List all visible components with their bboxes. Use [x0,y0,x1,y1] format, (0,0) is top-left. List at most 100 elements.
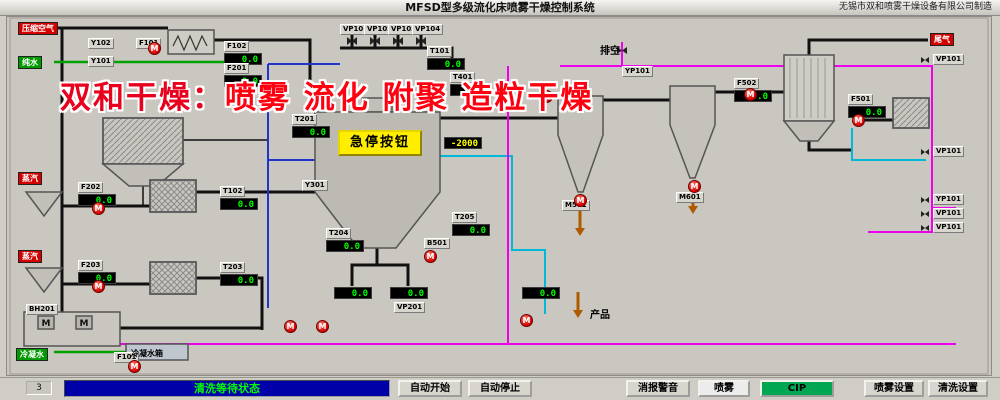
text-label: 冷凝水箱 [131,349,163,358]
pump-motor[interactable]: M [128,360,141,373]
toolbar-button-喷雾设置[interactable]: 喷雾设置 [864,380,924,397]
device-label-VP201: VP201 [394,302,426,313]
device-label-YP101: YP101 [622,66,653,77]
instrument-value: 0.0 [390,287,428,299]
pipe-source-tag: 冷凝水 [16,348,48,361]
counter-display: 3 [26,381,52,395]
pump-motor[interactable]: M [540,90,553,103]
toolbar-button-CIP[interactable]: CIP [760,380,834,397]
instrument-value: -2000 [444,137,482,149]
instrument-label: F102 [224,41,250,52]
device-label-VP104: VP104 [412,24,444,35]
pump-motor[interactable]: M [424,250,437,263]
instrument-value: 0.0 [450,84,488,96]
toolbar-button-自动开始[interactable]: 自动开始 [398,380,462,397]
watermark-slogan: 喷雾 流化 附聚 造粒干燥 [225,80,594,116]
device-label-VP101: VP101 [933,146,965,157]
manufacturer-label: 无锡市双和喷雾干燥设备有限公司制造 [838,2,992,12]
toolbar-button-清洗设置[interactable]: 清洗设置 [928,380,988,397]
svg-text:M: M [80,319,89,329]
pump-motor[interactable]: M [92,202,105,215]
pipe-source-tag: 压缩空气 [18,22,58,35]
pipe-source-tag: 蒸汽 [18,172,42,185]
instrument-value: 0.0 [224,75,262,87]
svg-text:M: M [42,319,51,329]
instrument-label: T203 [220,262,246,273]
instrument: -2000 [444,136,482,149]
product-arrows [573,190,698,318]
toolbar-button-自动停止[interactable]: 自动停止 [468,380,532,397]
device-label-Y101: Y101 [88,56,114,67]
pump-motor[interactable]: M [574,194,587,207]
device-label-BH201: BH201 [26,304,58,315]
cyan-pipes [440,128,926,314]
device-label-VP101: VP101 [933,208,965,219]
text-label: 排空 [600,46,620,57]
instrument-label: T204 [326,228,352,239]
emergency-stop-button[interactable]: 急停按钮 [338,130,422,156]
pump-motor[interactable]: M [520,314,533,327]
bottom-toolbar: 3 清洗等待状态 自动开始自动停止 消报警音喷雾 CIP 喷雾设置清洗设置 [0,377,1000,400]
instrument-label: F201 [224,63,250,74]
device-label-F101: F101 [114,352,140,363]
pump-motor[interactable]: M [744,88,757,101]
instrument-label: T205 [452,212,478,223]
cip-pipes [60,42,956,345]
text-label: 产品 [590,310,610,321]
instrument: 0.0 [522,286,560,299]
instrument-value: 0.0 [522,287,560,299]
device-label-B501: B501 [424,238,450,249]
device-label-VP101: VP101 [933,54,965,65]
instrument-label: T101 [427,46,453,57]
instrument-value: 0.0 [220,274,258,286]
instrument-value: 0.0 [220,198,258,210]
instrument-value: 0.0 [326,240,364,252]
status-display: 清洗等待状态 [64,380,390,397]
instrument: 0.0 [334,286,372,299]
device-label-M601: M601 [676,192,704,203]
pump-motor[interactable]: M [148,42,161,55]
pipe-source-tag: 尾气 [930,33,954,46]
device-label-Y102: Y102 [88,38,114,49]
instrument-label: F501 [848,94,874,105]
instrument-label: F203 [78,260,104,271]
blue-pipes [267,63,340,308]
device-label-YP101: YP101 [933,194,964,205]
toolbar-button-消报警音[interactable]: 消报警音 [626,380,690,397]
pump-motor[interactable]: M [316,320,329,333]
instrument-label: F502 [734,78,760,89]
pipe-source-tag: 蒸汽 [18,250,42,263]
device-label-VP101: VP101 [933,222,965,233]
watermark: 双和干燥：喷雾 流化 附聚 造粒干燥 [60,72,593,117]
pump-motor[interactable]: M [284,320,297,333]
instrument-value: 0.0 [292,126,330,138]
watermark-brand: 双和干燥： [60,80,225,116]
app-title: MFSD型多级流化床喷雾干燥控制系统 [405,1,595,14]
instrument-label: T401 [450,72,476,83]
instrument-value: 0.0 [427,58,465,70]
pump-motor[interactable]: M [688,180,701,193]
toolbar-button-喷雾[interactable]: 喷雾 [698,380,750,397]
pipe-source-tag: 纯水 [18,56,42,69]
instrument-label: T201 [292,114,318,125]
pump-motor[interactable]: M [852,114,865,127]
pump-motor[interactable]: M [92,280,105,293]
black-pipes-thin [142,139,268,206]
title-bar: MFSD型多级流化床喷雾干燥控制系统 无锡市双和喷雾干燥设备有限公司制造 [0,0,1000,16]
instrument-label: F202 [78,182,104,193]
device-label-Y301: Y301 [302,180,328,191]
valve-symbols [347,37,929,231]
